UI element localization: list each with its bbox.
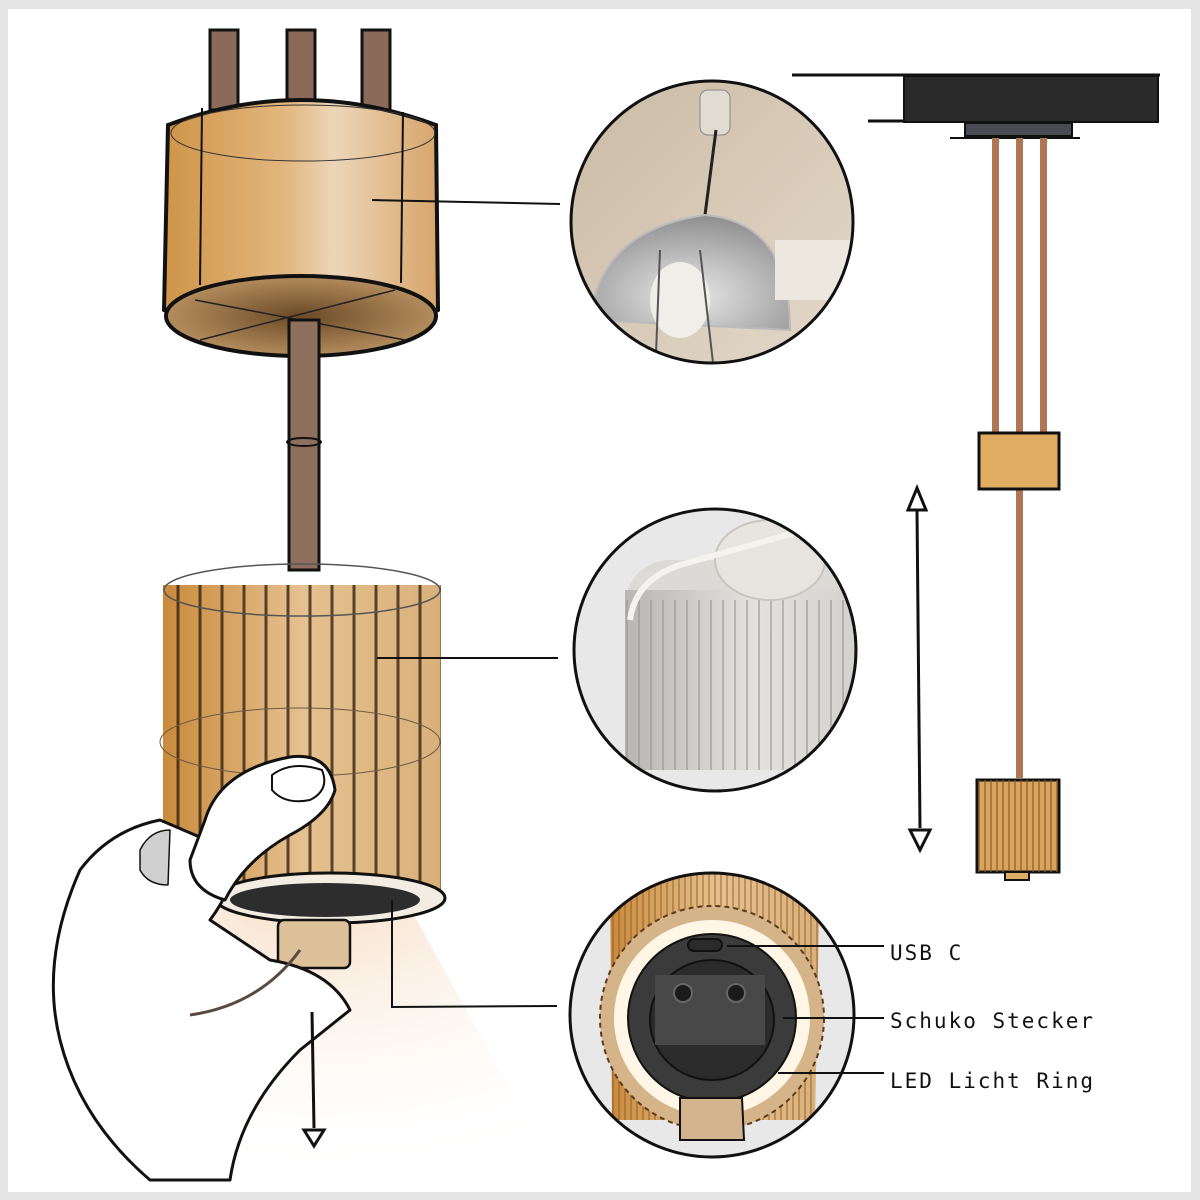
hanging-cable <box>286 318 322 572</box>
usb-c-port <box>687 938 723 952</box>
ceiling-rail <box>903 75 1159 123</box>
cable-gather-block <box>977 431 1061 491</box>
sketch-svg <box>51 28 1160 1182</box>
detail-circle-ceiling-photo <box>569 79 855 365</box>
down-arrow-icon <box>301 1011 327 1149</box>
rail-adapter <box>964 122 1073 137</box>
ceiling-canopy <box>161 28 441 358</box>
height-adjust-arrow-icon <box>905 484 933 854</box>
cable-left <box>208 28 240 112</box>
track-rail-assembly <box>792 73 1160 881</box>
illustration-canvas: USB C Schuko Stecker LED Licht Ring <box>8 9 1191 1192</box>
cable-3 <box>1040 138 1047 433</box>
callout-leaders <box>727 945 884 1074</box>
cable-1 <box>992 138 999 433</box>
connector-lines <box>371 199 561 1009</box>
callout-schuko-stecker: Schuko Stecker <box>890 1009 1096 1033</box>
detail-circle-bottom-view <box>568 871 856 1159</box>
detail-circle-fluted-render <box>572 507 858 793</box>
cable-right <box>360 28 392 117</box>
callout-led-licht-ring: LED Licht Ring <box>890 1069 1096 1093</box>
hand-sketch <box>51 754 352 1182</box>
socket-pin-left <box>673 983 693 1003</box>
socket-pin-right <box>726 983 746 1003</box>
callout-usb-c: USB C <box>890 941 964 965</box>
